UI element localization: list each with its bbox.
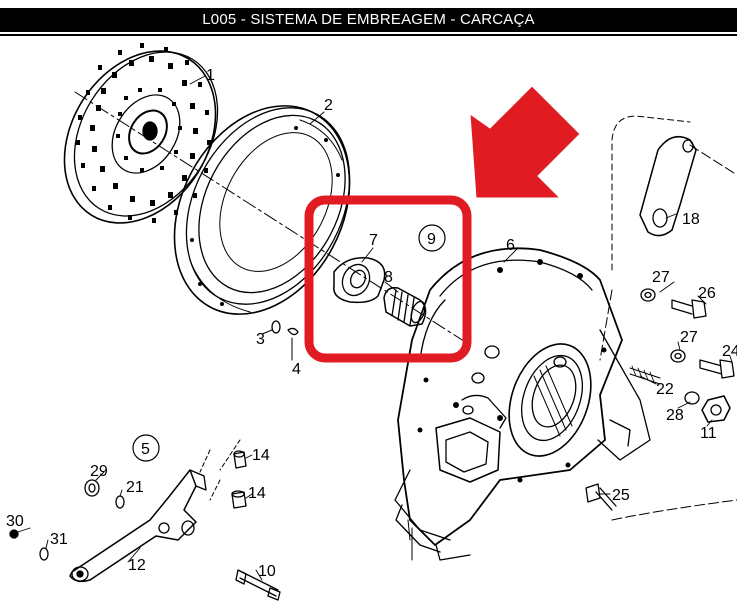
leader-lines: [17, 75, 733, 581]
page-title: L005 - SISTEMA DE EMBREAGEM - CARCAÇA: [202, 11, 535, 28]
callout-9: 9: [427, 231, 436, 248]
fasteners-right: [585, 288, 735, 511]
callout-24: 24: [722, 343, 737, 360]
callout-11: 11: [700, 425, 717, 442]
callout-29: 29: [90, 463, 108, 480]
callout-5: 5: [141, 441, 150, 458]
callout-22: 22: [656, 381, 674, 398]
highlight-box: [304, 195, 472, 363]
sleeve-part-8: [383, 286, 427, 327]
pressure-plate: [173, 105, 351, 315]
clutch-housing-part-6: [394, 247, 651, 561]
callout-31: 31: [50, 531, 68, 548]
callout-circle-9: [418, 224, 446, 252]
release-bearing-part-7: [333, 257, 386, 304]
release-fork-part-12: [69, 439, 241, 583]
title-rule: [0, 34, 737, 36]
callout-3: 3: [256, 331, 265, 348]
callout-4: 4: [292, 361, 301, 378]
callout-10: 10: [258, 563, 276, 580]
bushings-part-14: [231, 450, 247, 509]
callout-labels: 1 2 3 4 5 6 7 8 9 10 11 12 14 14 18 21 2…: [6, 67, 737, 580]
callout-27a: 27: [652, 269, 670, 286]
callout-14b: 14: [248, 485, 266, 502]
title-bar: L005 - SISTEMA DE EMBREAGEM - CARCAÇA: [0, 8, 737, 32]
arrow-icon: [469, 85, 581, 199]
callout-27b: 27: [680, 329, 698, 346]
callout-2: 2: [324, 97, 333, 114]
callout-circle-5: [132, 434, 160, 462]
callout-7: 7: [369, 232, 378, 249]
clip-part-4: [287, 327, 299, 336]
callout-18: 18: [682, 211, 700, 228]
washer-part-3: [271, 320, 281, 334]
callout-8: 8: [384, 269, 393, 286]
callout-6: 6: [506, 237, 515, 254]
center-axis-line: [74, 91, 471, 346]
callout-14a: 14: [252, 447, 270, 464]
callout-1: 1: [206, 67, 215, 84]
callout-28: 28: [666, 407, 684, 424]
callout-25: 25: [612, 487, 630, 504]
pin-part-10: [235, 569, 281, 601]
clutch-disc: [63, 43, 219, 224]
callout-21: 21: [126, 479, 144, 496]
small-parts-left: [9, 479, 125, 561]
callout-12: 12: [128, 557, 146, 574]
callout-30: 30: [6, 513, 24, 530]
callout-26: 26: [698, 285, 716, 302]
